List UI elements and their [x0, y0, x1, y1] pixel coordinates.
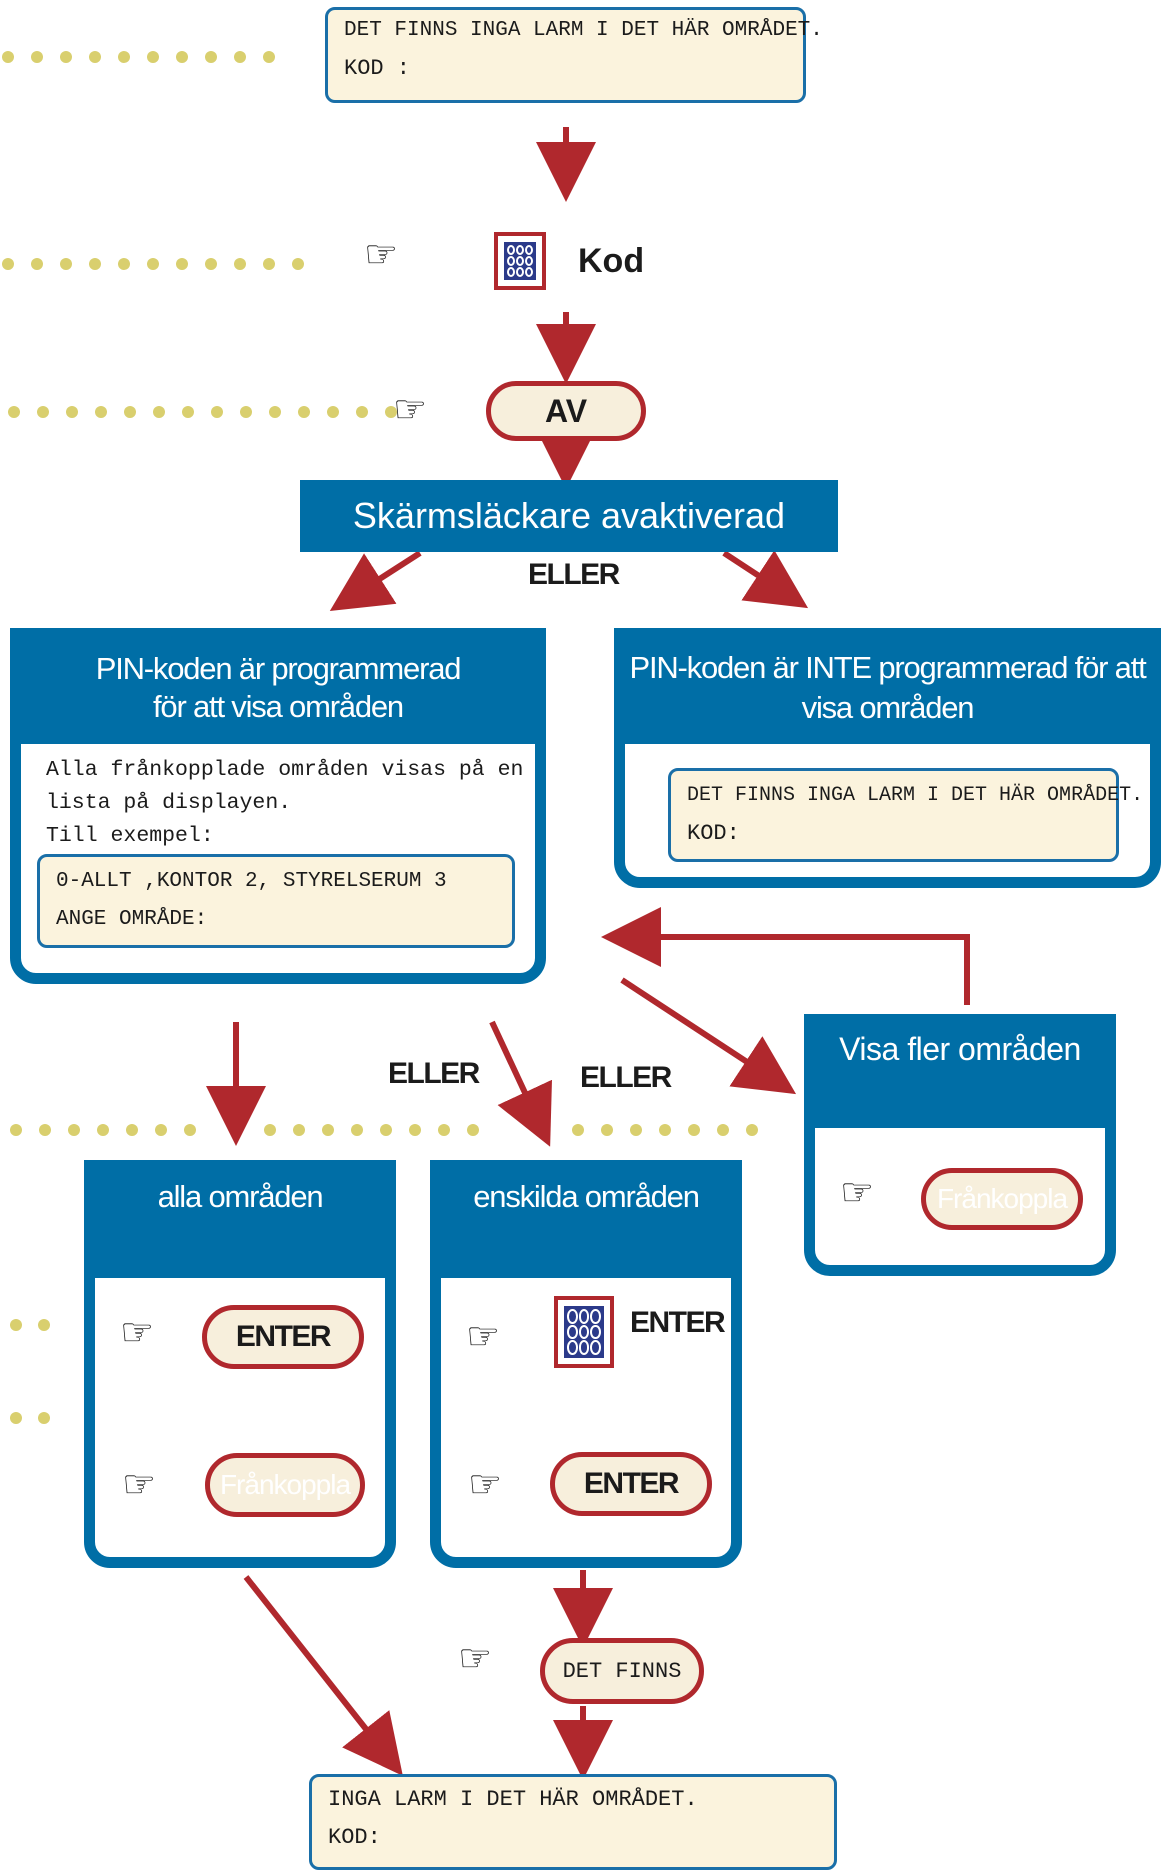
pin-programmed-header: PIN-koden är programmerad för att visa o… [10, 628, 546, 744]
area-list-display: 0-ALLT ,KONTOR 2, STYRELSERUM 3 ANGE OMR… [37, 854, 515, 948]
pin-programmed-title-line2: för att visa områden [153, 689, 404, 724]
or-label-left: ELLER [388, 1057, 480, 1090]
or-label-top: ELLER [528, 558, 620, 591]
screensaver-banner: Skärmsläckare avaktiverad [300, 480, 838, 552]
bottom-display: INGA LARM I DET HÄR OMRÅDET. KOD: [309, 1774, 837, 1870]
no-alarm-display: DET FINNS INGA LARM I DET HÄR OMRÅDET. K… [668, 768, 1144, 862]
pointing-hand-icon: ☞ [364, 234, 399, 276]
single-areas-enter-label: ENTER [630, 1306, 726, 1339]
show-more-disconnect-button[interactable]: Frånkoppla [921, 1168, 1083, 1230]
top-display-line2: KOD : [344, 56, 411, 81]
pin-programmed-title-line1: PIN-koden är programmerad [95, 651, 462, 686]
pointing-hand-icon: ☞ [120, 1312, 155, 1354]
pin-not-programmed-header: PIN-koden är INTE programmerad för att v… [614, 628, 1161, 744]
area-list-line2: ANGE OMRÅDE: [56, 908, 208, 931]
pin-programmed-text: Alla frånkopplade områden visas på en li… [46, 754, 523, 853]
all-areas-enter-button[interactable]: ENTER [202, 1305, 364, 1369]
or-label-right: ELLER [580, 1061, 672, 1094]
pin-not-programmed-title-line1: PIN-koden är INTE programmerad för att [629, 650, 1146, 685]
pin-not-programmed-title-line2: visa områden [801, 690, 975, 725]
pointing-hand-icon: ☞ [393, 389, 428, 431]
kod-label: Kod [578, 242, 645, 280]
pointing-hand-icon: ☞ [122, 1464, 157, 1506]
bottom-display-line1: INGA LARM I DET HÄR OMRÅDET. [328, 1787, 698, 1812]
det-finns-button[interactable]: DET FINNS [540, 1638, 704, 1704]
dotted-guide-lines [2, 51, 758, 1424]
single-areas-header: enskilda områden [430, 1160, 742, 1278]
pin-programmed-text-line2: lista på displayen. [46, 791, 292, 815]
area-list-line1: 0-ALLT ,KONTOR 2, STYRELSERUM 3 [56, 870, 447, 893]
all-areas-header: alla områden [84, 1160, 396, 1278]
top-display-line1: DET FINNS INGA LARM I DET HÄR OMRÅDET. [344, 19, 823, 42]
pointing-hand-icon: ☞ [840, 1172, 875, 1214]
top-display: DET FINNS INGA LARM I DET HÄR OMRÅDET. K… [325, 7, 823, 103]
keypad-icon [554, 1296, 614, 1368]
show-more-header: Visa fler områden [804, 1014, 1116, 1128]
av-button[interactable]: AV [486, 381, 646, 441]
bottom-display-line2: KOD: [328, 1825, 381, 1850]
pointing-hand-icon: ☞ [458, 1638, 493, 1680]
pin-programmed-text-line1: Alla frånkopplade områden visas på en [46, 758, 524, 782]
no-alarm-line2: KOD: [687, 821, 740, 846]
pointing-hand-icon: ☞ [466, 1316, 501, 1358]
all-areas-disconnect-button[interactable]: Frånkoppla [205, 1453, 365, 1517]
pin-programmed-text-line3: Till exempel: [46, 824, 214, 848]
keypad-icon [494, 232, 546, 290]
pointing-hand-icon: ☞ [468, 1464, 503, 1506]
no-alarm-line1: DET FINNS INGA LARM I DET HÄR OMRÅDET. [687, 784, 1144, 807]
single-areas-enter-button[interactable]: ENTER [550, 1452, 712, 1516]
